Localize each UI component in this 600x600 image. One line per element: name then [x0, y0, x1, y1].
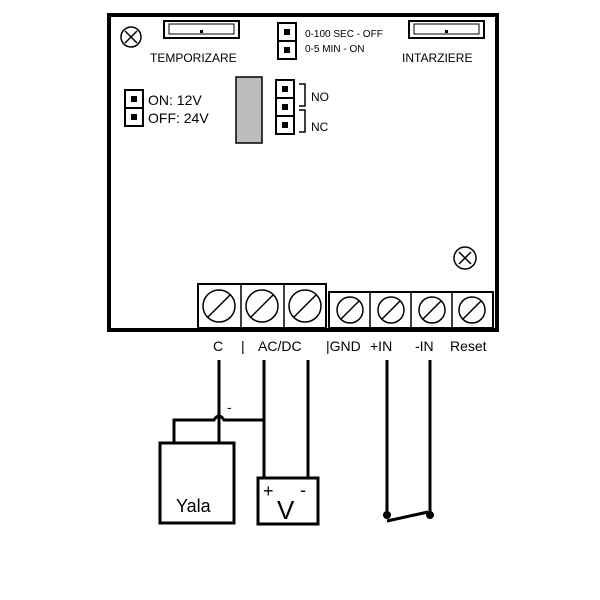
- screw-terminal-minus-in[interactable]: [418, 296, 446, 324]
- range-jumper-label-2: 0-5 MIN - ON: [305, 44, 364, 55]
- no-bracket: [299, 83, 306, 107]
- mounting-screw-top-left: [120, 26, 142, 48]
- power-supply-plus: +: [263, 481, 274, 501]
- power-supply: [256, 476, 320, 526]
- power-supply-minus: -: [300, 480, 306, 500]
- voltage-jumper-off-label: OFF: 24V: [148, 110, 209, 126]
- terminal-label-gnd: |GND: [326, 338, 361, 354]
- wire-lock-feed: [172, 414, 264, 442]
- trimmer-temporizare[interactable]: [163, 20, 240, 39]
- power-supply-label: V: [277, 495, 295, 525]
- terminal-label-plus-in: +IN: [370, 338, 392, 354]
- terminal-label-acdc: AC/DC: [258, 338, 302, 354]
- range-jumper[interactable]: [277, 22, 297, 60]
- screw-terminal-plus-in[interactable]: [377, 296, 405, 324]
- screw-terminal-reset[interactable]: [458, 296, 486, 324]
- nc-bracket: [299, 109, 306, 133]
- lock-device: [158, 441, 236, 525]
- relay-contact-jumper[interactable]: [275, 79, 295, 135]
- terminal-label-c: C: [213, 338, 223, 354]
- trimmer-intarziere[interactable]: [408, 20, 485, 39]
- voltage-jumper[interactable]: [124, 89, 144, 127]
- terminal-label-reset: Reset: [450, 338, 487, 354]
- controller-board: [107, 13, 499, 332]
- voltage-jumper-on-label: ON: 12V: [148, 92, 202, 108]
- wiring: [172, 360, 432, 514]
- lock-label: Yala: [176, 496, 212, 516]
- terminal-label-minus-in: -IN: [415, 338, 434, 354]
- relay-nc-label: NC: [311, 120, 329, 134]
- screw-terminal-acdc-2[interactable]: [288, 289, 322, 323]
- mounting-screw-bottom-right: [453, 246, 477, 270]
- relay-no-label: NO: [311, 90, 329, 104]
- trimmer-intarziere-label: INTARZIERE: [402, 51, 472, 65]
- screw-terminal-c[interactable]: [202, 289, 236, 323]
- screw-terminal-acdc-1[interactable]: [245, 289, 279, 323]
- relay: [235, 76, 263, 144]
- range-jumper-label-1: 0-100 SEC - OFF: [305, 29, 383, 40]
- trimmer-temporizare-label: TEMPORIZARE: [150, 51, 237, 65]
- screw-terminal-gnd[interactable]: [336, 296, 364, 324]
- terminal-label-sep: |: [241, 338, 245, 354]
- trigger-switch: [383, 510, 434, 523]
- lock-minus-mark: -: [227, 399, 232, 415]
